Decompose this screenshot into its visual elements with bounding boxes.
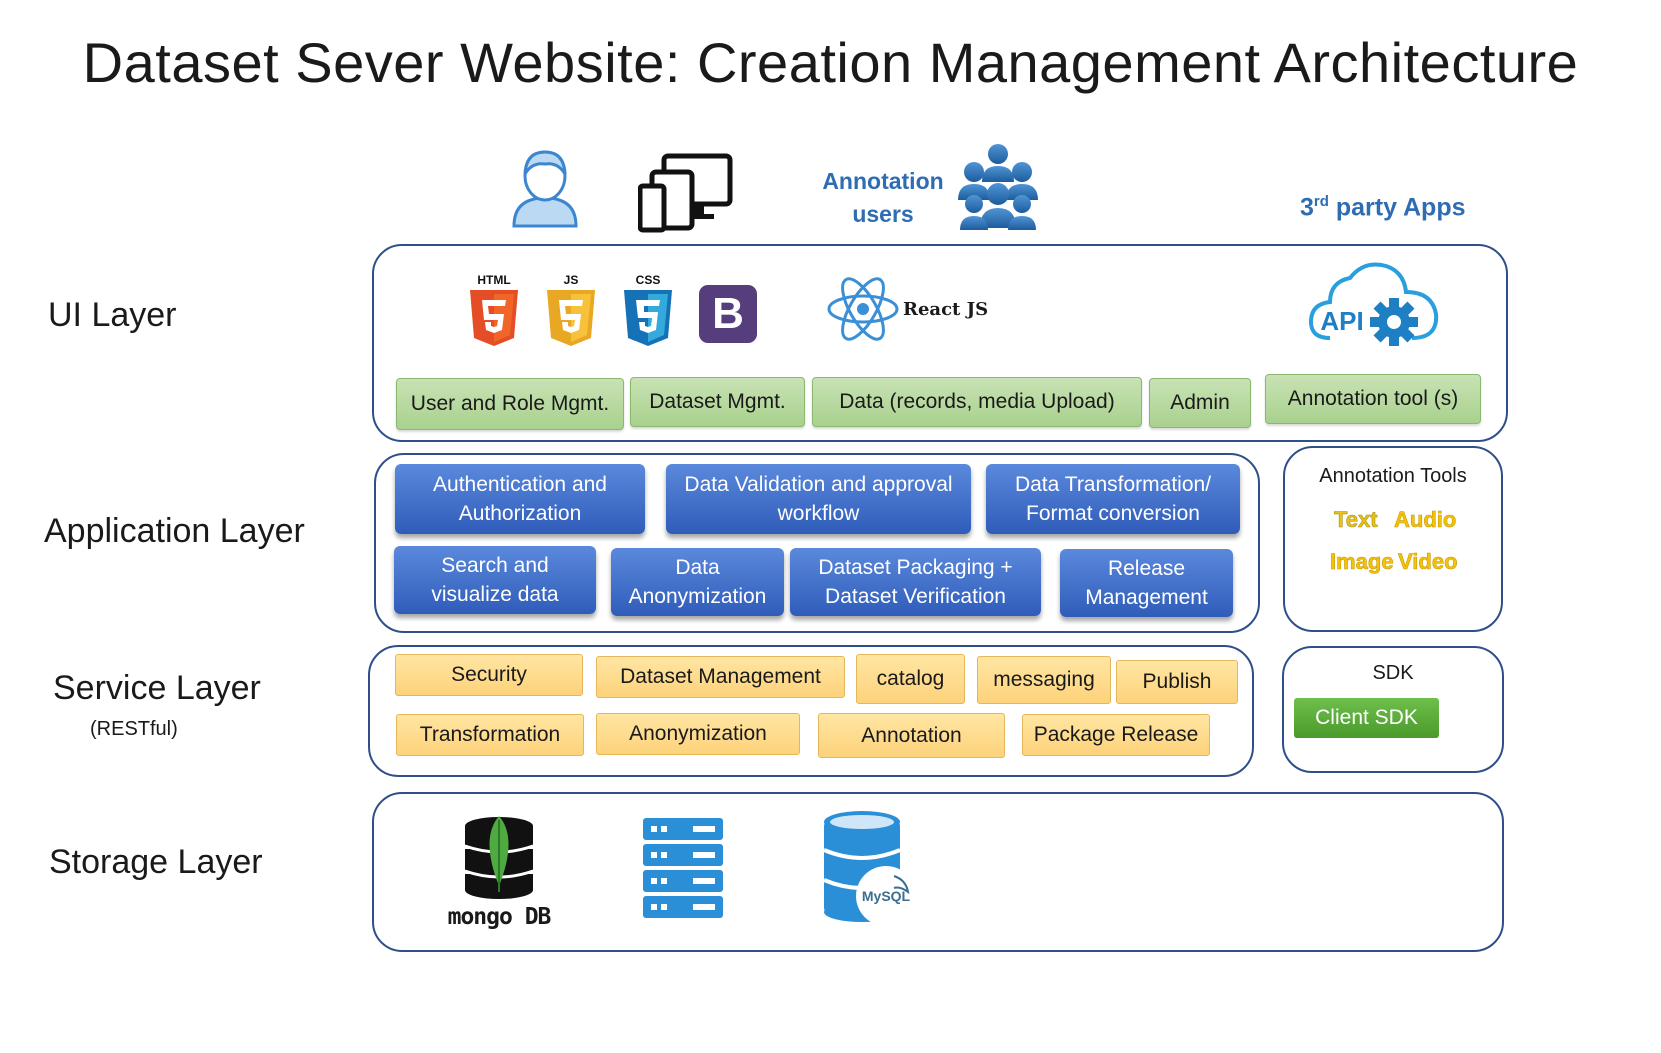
publish-service[interactable]: Publish: [1116, 660, 1238, 704]
tool-text[interactable]: Text: [1334, 507, 1378, 533]
js-badge-label: JS: [564, 273, 579, 287]
html5-icon: HTML: [466, 272, 522, 348]
annotation-users-label: Annotation users: [822, 168, 944, 227]
admin-button[interactable]: Admin: [1149, 378, 1251, 428]
annotation-tools-button[interactable]: Annotation tool (s): [1265, 374, 1481, 424]
html5-badge-label: HTML: [477, 273, 510, 287]
bootstrap-icon: B: [699, 285, 757, 343]
release-management-button[interactable]: Release Management: [1060, 549, 1233, 617]
page-title: Dataset Sever Website: Creation Manageme…: [82, 31, 1579, 94]
catalog-service[interactable]: catalog: [856, 654, 965, 704]
user-role-mgmt-button[interactable]: User and Role Mgmt.: [396, 378, 624, 430]
css3-icon: CSS: [620, 272, 676, 348]
user-group-icon: [956, 142, 1040, 232]
anonymization-service[interactable]: Anonymization: [596, 713, 800, 755]
sdk-title: SDK: [1372, 662, 1414, 684]
search-visualize-button[interactable]: Search and visualize data: [394, 546, 596, 614]
dataset-management-service[interactable]: Dataset Management: [596, 656, 845, 698]
validation-workflow-button[interactable]: Data Validation and approval workflow: [666, 464, 971, 534]
user-icon: [508, 146, 582, 228]
api-cloud-icon: API: [1308, 258, 1440, 352]
ui-layer-label: UI Layer: [48, 296, 177, 334]
messaging-service[interactable]: messaging: [977, 656, 1111, 704]
api-label: API: [1320, 306, 1363, 336]
tool-audio[interactable]: Audio: [1394, 507, 1457, 533]
annotation-tools-frame: [1283, 446, 1503, 632]
anonymization-button[interactable]: Data Anonymization: [611, 548, 784, 616]
data-upload-button[interactable]: Data (records, media Upload): [812, 377, 1142, 427]
mongodb-icon: [460, 816, 538, 900]
auth-button[interactable]: Authentication and Authorization: [395, 464, 645, 534]
transformation-service[interactable]: Transformation: [396, 714, 584, 756]
mysql-label: MySQL: [862, 888, 911, 904]
service-layer-label: Service Layer: [53, 669, 261, 707]
tool-video[interactable]: Video: [1398, 549, 1458, 575]
react-label: React JS: [903, 299, 989, 320]
storage-layer-label: Storage Layer: [49, 843, 263, 881]
security-service[interactable]: Security: [395, 654, 583, 696]
tool-image[interactable]: Image: [1330, 549, 1394, 575]
annotation-service[interactable]: Annotation: [818, 713, 1005, 758]
mysql-icon: MySQL: [820, 810, 924, 926]
annotation-tools-title: Annotation Tools: [1319, 465, 1467, 487]
css3-badge-label: CSS: [636, 273, 661, 287]
server-icon: [643, 816, 723, 918]
third-party-apps-label: 3rd party Apps: [1300, 193, 1466, 222]
service-layer-sublabel: (RESTful): [90, 718, 178, 740]
storage-layer-frame: [372, 792, 1504, 952]
client-sdk-button[interactable]: Client SDK: [1294, 698, 1439, 738]
package-release-service[interactable]: Package Release: [1022, 714, 1210, 756]
bootstrap-badge-label: B: [712, 289, 744, 338]
react-icon: [826, 276, 900, 342]
dataset-mgmt-button[interactable]: Dataset Mgmt.: [630, 377, 805, 427]
transformation-button[interactable]: Data Transformation/ Format conversion: [986, 464, 1240, 534]
mongodb-label: mongo DB: [447, 904, 552, 930]
js-icon: JS: [543, 272, 599, 348]
application-layer-label: Application Layer: [44, 512, 305, 550]
packaging-verification-button[interactable]: Dataset Packaging + Dataset Verification: [790, 548, 1041, 616]
devices-icon: [637, 150, 736, 234]
